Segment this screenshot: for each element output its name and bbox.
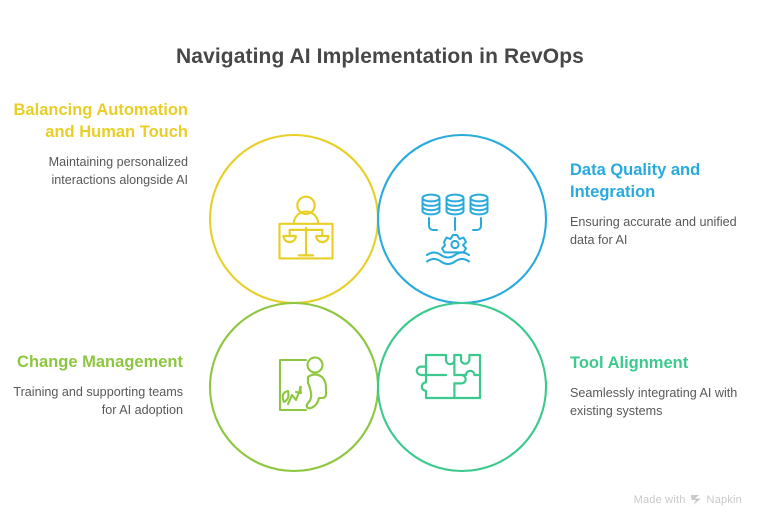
puzzle-pieces-icon	[415, 353, 482, 400]
database-gear-waves-icon	[421, 193, 489, 265]
napkin-logo-icon	[690, 494, 703, 506]
section-label-tool-alignment: Tool Alignment Seamlessly integrating AI…	[570, 353, 748, 421]
section-body-tool-alignment: Seamlessly integrating AI with existing …	[570, 385, 738, 419]
watermark-brand: Napkin	[706, 494, 742, 506]
section-label-data-quality: Data Quality and Integration Ensuring ac…	[570, 160, 748, 249]
scales-person-desk-icon	[278, 195, 334, 260]
napkin-watermark: Made with Napkin	[634, 494, 742, 506]
section-heading-balancing: Balancing Automation and Human Touch	[13, 101, 188, 141]
section-body-balancing: Maintaining personalized interactions al…	[48, 154, 188, 187]
section-body-change-management: Training and supporting teams for AI ado…	[13, 384, 183, 418]
circle-tool-alignment[interactable]	[376, 301, 548, 473]
section-body-data-quality: Ensuring accurate and unified data for A…	[570, 214, 737, 247]
watermark-prefix: Made with	[633, 494, 686, 506]
circle-data-quality[interactable]	[376, 133, 548, 305]
section-heading-data-quality: Data Quality and Integration	[570, 161, 701, 201]
section-label-change-management: Change Management Training and supportin…	[5, 352, 183, 420]
circle-change-management[interactable]	[208, 301, 380, 473]
section-heading-tool-alignment: Tool Alignment	[570, 354, 689, 372]
page-title: Navigating AI Implementation in RevOps	[176, 45, 584, 68]
section-heading-change-management: Change Management	[17, 353, 183, 371]
section-label-balancing: Balancing Automation and Human Touch Mai…	[10, 100, 188, 189]
person-plant-growth-icon	[278, 356, 328, 412]
